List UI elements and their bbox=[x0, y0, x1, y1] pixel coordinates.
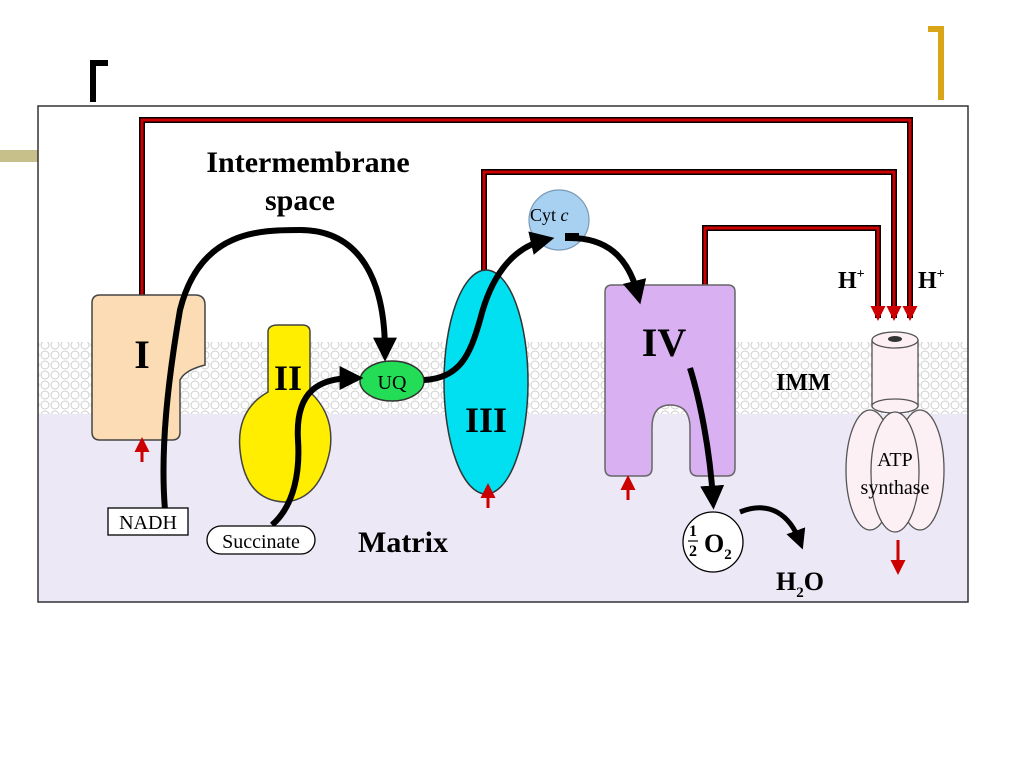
intermembrane-label-line1: Intermembrane bbox=[206, 146, 409, 179]
electron-path-cytc-to-IV bbox=[569, 235, 647, 305]
atp-synthase-label-line1: ATP bbox=[877, 449, 913, 471]
electron-path-oxygen-to-water bbox=[739, 505, 806, 550]
matrix-proton-arrows bbox=[134, 437, 906, 575]
oxygen-circle bbox=[682, 511, 744, 573]
half-denominator: 2 bbox=[689, 543, 697, 560]
water-label: H2O bbox=[776, 567, 824, 601]
succinate-label: Succinate bbox=[222, 531, 300, 553]
slide-corner-bracket-left-top bbox=[90, 60, 108, 66]
electron-path-succinate-to-uq bbox=[269, 366, 364, 528]
diagram-frame bbox=[37, 105, 969, 603]
oxygen-label: O2 bbox=[704, 529, 732, 563]
complex-IV-label: IV bbox=[642, 320, 687, 365]
nadh-box bbox=[107, 507, 189, 536]
matrix-label: Matrix bbox=[358, 526, 448, 559]
cyt-c-label: Cyt c bbox=[530, 205, 569, 225]
succinate-box bbox=[206, 525, 316, 555]
imm-label: IMM bbox=[776, 370, 831, 396]
electron-path-uq-through-III bbox=[423, 231, 555, 383]
electron-path-nadh-to-uq bbox=[160, 226, 397, 511]
proton-path-complex-III bbox=[481, 169, 902, 321]
electron-path-IV-to-oxygen bbox=[687, 367, 725, 510]
atp-synthase-label-line2: synthase bbox=[861, 477, 930, 499]
intermembrane-label-line2: space bbox=[265, 184, 335, 217]
complex-I-label: I bbox=[134, 332, 150, 377]
nadh-label: NADH bbox=[119, 512, 177, 534]
complex-III-label: III bbox=[465, 400, 507, 440]
proton-path-complex-I bbox=[139, 117, 918, 321]
h-plus-label-1: H+ bbox=[838, 267, 865, 294]
complex-II-shape bbox=[238, 324, 332, 503]
electron-path-cytc-dash bbox=[565, 233, 579, 241]
atp-synthase-shape bbox=[845, 331, 945, 533]
half-numerator: 1 bbox=[689, 523, 697, 540]
slide-corner-bracket-right-top bbox=[928, 26, 944, 32]
slide-olive-bar bbox=[0, 150, 38, 162]
slide-corner-bracket-left bbox=[90, 60, 96, 102]
h-plus-label-2: H+ bbox=[918, 267, 945, 294]
proton-path-complex-IV bbox=[702, 225, 886, 321]
uq-label: UQ bbox=[378, 372, 407, 394]
complex-II-label: II bbox=[274, 358, 302, 398]
slide-corner-bracket-right bbox=[938, 26, 944, 100]
